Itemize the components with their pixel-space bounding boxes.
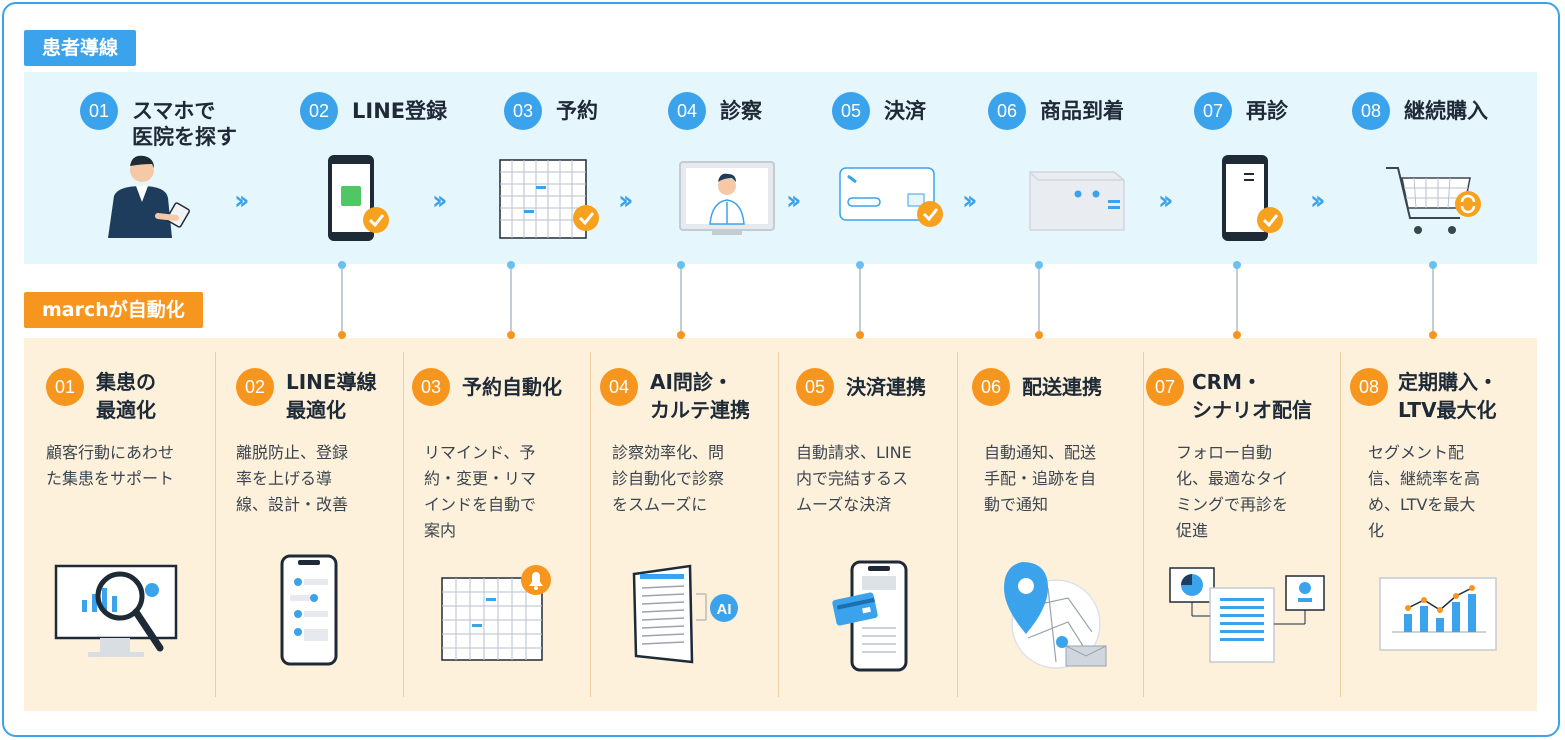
credit-card-check-icon [839, 167, 943, 227]
automation-step-05: 05 決済連携 自動請求、LINE 内で完結するス ムーズな決済 [796, 352, 951, 697]
step-number: 03 [504, 92, 542, 130]
doctor-monitor-icon [679, 161, 775, 235]
automation-step-01: 01 集患の 最適化 顧客行動にあわせ た集患をサポート [46, 352, 211, 697]
step-number: 04 [600, 368, 638, 406]
automation-step-06: 06 配送連携 自動通知、配送 手配・追跡を自 動で通知 [972, 352, 1137, 697]
phone-chat-icon [280, 554, 338, 666]
step-number: 03 [412, 368, 450, 406]
step-title: AI問診・ カルテ連携 [650, 370, 750, 422]
step-description: 離脱防止、登録 率を上げる導 線、設計・改善 [236, 443, 349, 514]
column-divider [403, 352, 404, 697]
step-label: 商品到着 [1040, 99, 1124, 123]
chevron-right-icon: ›› [432, 186, 448, 216]
column-divider [1143, 352, 1144, 697]
step-title: CRM・ シナリオ配信 [1192, 370, 1312, 422]
step-number: 08 [1352, 92, 1390, 130]
patient-flow-band [24, 72, 1537, 264]
step-label: 決済 [884, 99, 926, 123]
automation-step-02: 02 LINE導線 最適化 離脱防止、登録 率を上げる導 線、設計・改善 [236, 352, 396, 697]
connector-line [1035, 261, 1043, 339]
connector-line [1233, 261, 1241, 339]
chevron-right-icon: ›› [1310, 186, 1326, 216]
patient-step-08: 08 継続購入 [1352, 92, 1488, 152]
patient-flow-tag: 患者導線 [24, 30, 137, 66]
step-label: 予約 [556, 99, 598, 123]
connector-line [338, 261, 346, 339]
automation-band [24, 338, 1537, 711]
step-number: 08 [1350, 368, 1388, 406]
step-title: 配送連携 [1022, 375, 1102, 399]
package-box-icon [1029, 171, 1125, 231]
step-description: 診察効率化、問 診自動化で診察 をスムーズに [612, 443, 725, 514]
patient-step-05: 05 決済 [832, 92, 926, 152]
chevron-right-icon: ›› [962, 186, 978, 216]
step-label: スマホで 医院を探す [132, 99, 237, 149]
step-title: LINE導線 最適化 [286, 370, 377, 422]
patient-step-02: 02 LINE登録 [300, 92, 447, 152]
step-label: 診察 [720, 99, 762, 123]
step-title: 集患の 最適化 [96, 370, 156, 422]
step-number: 07 [1194, 92, 1232, 130]
step-label: 継続購入 [1404, 99, 1488, 123]
automation-step-08: 08 定期購入・ LTV最大化 セグメント配 信、継続率を高 め、LTVを最大 … [1350, 352, 1530, 697]
step-description: 自動通知、配送 手配・追跡を自 動で通知 [984, 443, 1097, 514]
automation-tag: marchが自動化 [24, 292, 203, 328]
step-number: 04 [668, 92, 706, 130]
patient-step-03: 03 予約 [504, 92, 598, 152]
chevron-right-icon: ›› [234, 186, 250, 216]
connector-line [507, 261, 515, 339]
shopping-cart-refresh-icon [1386, 167, 1481, 234]
step-description: リマインド、予 約・変更・リマ インドを自動で 案内 [424, 443, 537, 540]
map-pin-delivery-icon [1004, 562, 1107, 669]
step-number: 07 [1146, 368, 1184, 406]
phone-document-check-icon [1222, 155, 1283, 241]
column-divider [1340, 352, 1341, 697]
phone-credit-card-icon [832, 560, 908, 672]
step-description: フォロー自動 化、最適なタイ ミングで再診を 促進 [1176, 443, 1289, 540]
step-label: 再診 [1246, 99, 1288, 123]
phone-check-icon [328, 155, 389, 241]
ai-badge-label: AI [717, 601, 732, 618]
connector-line [677, 261, 685, 339]
column-divider [778, 352, 779, 697]
step-number: 05 [832, 92, 870, 130]
step-number: 06 [988, 92, 1026, 130]
patient-step-06: 06 商品到着 [988, 92, 1124, 152]
automation-step-04: 04 AI問診・ カルテ連携 診察効率化、問 診自動化で診察 をスムーズに AI [600, 352, 772, 697]
connector-line [856, 261, 864, 339]
column-divider [957, 352, 958, 697]
patient-step-07: 07 再診 [1194, 92, 1288, 152]
step-number: 01 [80, 92, 118, 130]
connector-line [1429, 261, 1437, 339]
calendar-bell-icon [441, 565, 551, 661]
column-divider [590, 352, 591, 697]
step-number: 02 [300, 92, 338, 130]
step-title: 定期購入・ LTV最大化 [1398, 370, 1498, 422]
step-label: LINE登録 [352, 99, 448, 123]
step-description: 自動請求、LINE 内で完結するス ムーズな決済 [796, 443, 912, 514]
patient-step-01: 01 スマホで 医院を探す [80, 92, 237, 152]
step-description: セグメント配 信、継続率を高 め、LTVを最大 化 [1368, 443, 1481, 540]
step-number: 06 [972, 368, 1010, 406]
chevron-right-icon: ›› [618, 186, 634, 216]
step-number: 05 [796, 368, 834, 406]
automation-step-07: 07 CRM・ シナリオ配信 フォロー自動 化、最適なタイ ミングで再診を 促進 [1146, 352, 1338, 697]
calendar-check-icon [499, 159, 599, 239]
step-number: 01 [46, 368, 84, 406]
step-number: 02 [236, 368, 274, 406]
person-with-phone-icon [108, 155, 190, 238]
ai-document-icon: AI [632, 564, 738, 664]
step-title: 決済連携 [846, 375, 926, 399]
patient-step-04: 04 診察 [668, 92, 762, 152]
automation-step-03: 03 予約自動化 リマインド、予 約・変更・リマ インドを自動で 案内 [412, 352, 584, 697]
column-divider [215, 352, 216, 697]
chevron-right-icon: ›› [1158, 186, 1174, 216]
crm-documents-icon [1169, 567, 1325, 663]
chevron-right-icon: ›› [786, 186, 802, 216]
monitor-magnifier-chart-icon [54, 564, 178, 657]
growth-chart-icon [1379, 577, 1497, 651]
step-title: 予約自動化 [462, 375, 562, 399]
step-description: 顧客行動にあわせ た集患をサポート [46, 443, 175, 488]
